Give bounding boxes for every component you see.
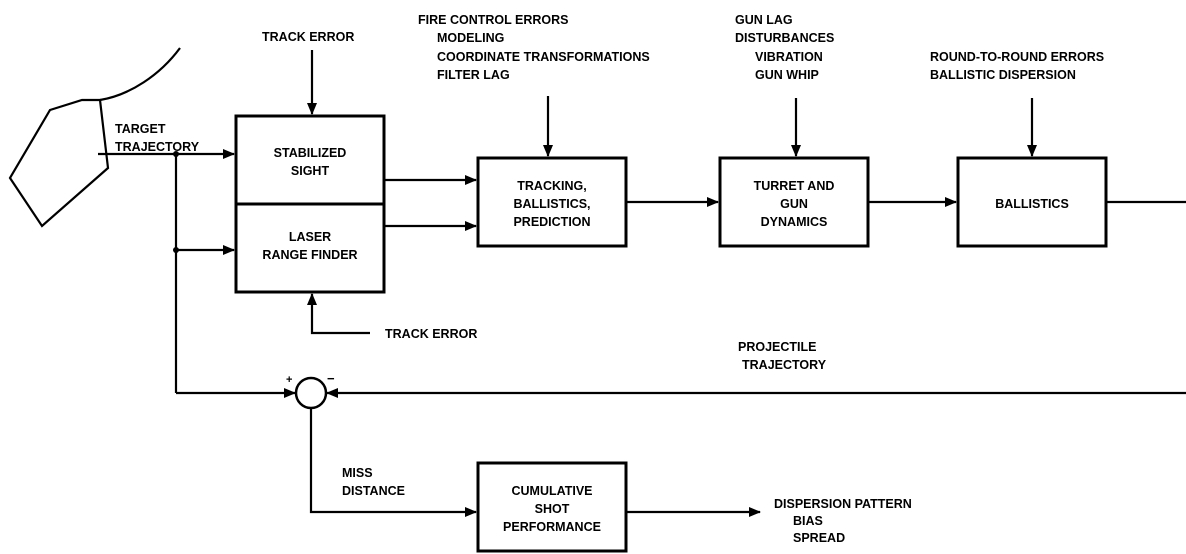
svg-text:SHOT: SHOT — [535, 502, 570, 516]
svg-text:SPREAD: SPREAD — [793, 531, 845, 545]
miss-distance-arrow — [309, 408, 477, 517]
laser-range-finder-box — [234, 202, 386, 294]
svg-text:DYNAMICS: DYNAMICS — [761, 215, 828, 229]
tracking-label: TRACKING, BALLISTICS, PREDICTION — [513, 179, 590, 229]
projectile-trajectory-label: PROJECTILE TRAJECTORY — [738, 340, 827, 372]
svg-text:TURRET AND: TURRET AND — [754, 179, 835, 193]
svg-text:BALLISTICS: BALLISTICS — [995, 197, 1069, 211]
svg-text:DISTURBANCES: DISTURBANCES — [735, 31, 834, 45]
svg-text:BALLISTIC DISPERSION: BALLISTIC DISPERSION — [930, 68, 1076, 82]
svg-text:DISPERSION PATTERN: DISPERSION PATTERN — [774, 497, 912, 511]
svg-text:PREDICTION: PREDICTION — [513, 215, 590, 229]
svg-text:GUN: GUN — [780, 197, 808, 211]
svg-text:FIRE CONTROL ERRORS: FIRE CONTROL ERRORS — [418, 13, 568, 27]
svg-text:RANGE FINDER: RANGE FINDER — [262, 248, 357, 262]
round-errors-label: ROUND-TO-ROUND ERRORS BALLISTIC DISPERSI… — [930, 50, 1104, 82]
svg-text:TRACKING,: TRACKING, — [517, 179, 586, 193]
junction-dot — [173, 247, 179, 253]
svg-text:VIBRATION: VIBRATION — [755, 50, 823, 64]
laser-range-finder-label: LASER RANGE FINDER — [262, 230, 357, 262]
track-error-top-label: TRACK ERROR — [262, 30, 354, 44]
sum-minus-sign: − — [327, 371, 335, 386]
svg-text:GUN LAG: GUN LAG — [735, 13, 793, 27]
svg-text:MISS: MISS — [342, 466, 373, 480]
stabilized-sight-box — [234, 114, 386, 206]
turret-box — [718, 156, 870, 248]
track-error-bottom-arrow — [307, 293, 370, 335]
target-vehicle-icon — [8, 47, 181, 228]
miss-distance-label: MISS DISTANCE — [342, 466, 405, 498]
svg-text:BALLISTICS,: BALLISTICS, — [513, 197, 590, 211]
target-trajectory-label: TARGET TRAJECTORY — [115, 122, 200, 154]
cumulative-box — [476, 461, 628, 553]
svg-text:COORDINATE TRANSFORMATIONS: COORDINATE TRANSFORMATIONS — [437, 50, 650, 64]
svg-text:TRAJECTORY: TRAJECTORY — [115, 140, 200, 154]
svg-text:PROJECTILE: PROJECTILE — [738, 340, 817, 354]
svg-text:DISTANCE: DISTANCE — [342, 484, 405, 498]
svg-text:ROUND-TO-ROUND ERRORS: ROUND-TO-ROUND ERRORS — [930, 50, 1104, 64]
stabilized-sight-label: STABILIZED SIGHT — [274, 146, 347, 178]
ballistics-label: BALLISTICS — [995, 197, 1069, 211]
svg-text:MODELING: MODELING — [437, 31, 504, 45]
turret-label: TURRET AND GUN DYNAMICS — [754, 179, 835, 229]
junction-dot — [173, 151, 179, 157]
svg-text:LASER: LASER — [289, 230, 331, 244]
svg-text:TRAJECTORY: TRAJECTORY — [742, 358, 827, 372]
svg-text:BIAS: BIAS — [793, 514, 823, 528]
gun-errors-label: GUN LAG DISTURBANCES VIBRATION GUN WHIP — [735, 13, 834, 82]
svg-text:GUN WHIP: GUN WHIP — [755, 68, 819, 82]
svg-text:STABILIZED: STABILIZED — [274, 146, 347, 160]
cumulative-label: CUMULATIVE SHOT PERFORMANCE — [503, 484, 601, 534]
dispersion-pattern-label: DISPERSION PATTERN BIAS SPREAD — [774, 497, 912, 545]
summing-junction — [294, 376, 328, 410]
svg-text:FILTER LAG: FILTER LAG — [437, 68, 510, 82]
fire-control-errors-label: FIRE CONTROL ERRORS MODELING COORDINATE … — [418, 13, 650, 82]
svg-text:PERFORMANCE: PERFORMANCE — [503, 520, 601, 534]
svg-text:CUMULATIVE: CUMULATIVE — [511, 484, 592, 498]
svg-text:TARGET: TARGET — [115, 122, 166, 136]
track-error-bottom-label: TRACK ERROR — [385, 327, 477, 341]
svg-text:SIGHT: SIGHT — [291, 164, 330, 178]
sum-plus-sign: + — [286, 374, 292, 386]
